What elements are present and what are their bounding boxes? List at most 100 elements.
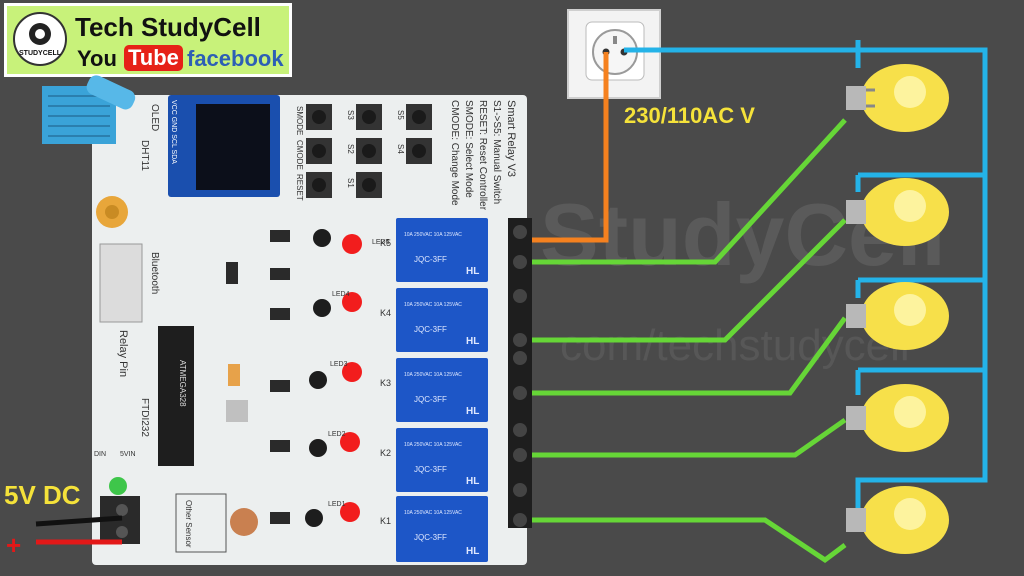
bulb-icon	[846, 64, 949, 132]
relay-model: JQC-3FF	[414, 325, 447, 334]
ftdi-label: FTDI232	[139, 398, 150, 437]
facebook-text: facebook	[187, 46, 284, 71]
relay-pin-label: Relay Pin	[117, 330, 129, 377]
relay-brand: HL	[466, 406, 479, 417]
brand-title: Tech StudyCell	[75, 12, 261, 42]
ac-supply-label: 230/110AC V	[624, 103, 755, 128]
oled-display: OLED VCC GND SCL SDA	[149, 95, 280, 197]
relay-spec: 10A 250VAC 10A 125VAC	[404, 510, 462, 516]
bulbs	[846, 64, 949, 554]
push-button-icon	[356, 104, 382, 130]
switch-label-s2: S2	[346, 144, 355, 154]
youtube-tube-text: Tube	[124, 45, 183, 71]
bulb-icon	[846, 178, 949, 246]
dht11-label: DHT11	[139, 140, 150, 171]
help-line: S1->S5: Manual Switch	[491, 100, 502, 204]
chip-label: ATMEGA328	[178, 360, 187, 407]
relay-spec: 10A 250VAC 10A 125VAC	[404, 442, 462, 448]
other-sensor-label: Other Sensor	[184, 500, 193, 548]
help-line: RESET: Reset Controller	[477, 100, 488, 211]
led-icon	[109, 477, 127, 495]
dc-wires	[35, 515, 123, 545]
relay-brand: HL	[466, 476, 479, 487]
oled-label: OLED	[149, 104, 160, 131]
pin-din-label: DIN	[94, 451, 106, 458]
push-button-icon	[406, 138, 432, 164]
led-label: LED3	[330, 361, 348, 368]
switch-label-s3: S3	[346, 110, 355, 120]
dc-supply-label: 5V DC	[4, 480, 81, 510]
led-icon: LED1	[328, 501, 360, 522]
push-button-icon	[306, 172, 332, 198]
bulb-icon	[846, 282, 949, 350]
bluetooth-header: Bluetooth	[99, 243, 160, 323]
led-label: LED1	[328, 501, 346, 508]
help-line: CMODE: Change Mode	[449, 100, 460, 206]
relay-model: JQC-3FF	[414, 533, 447, 542]
relay-icon: K1 JQC-3FF 10A 250VAC 10A 125VAC HL	[380, 496, 488, 562]
youtube-you-text: You	[77, 46, 117, 71]
push-button-icon	[356, 172, 382, 198]
switched-wires	[520, 118, 848, 564]
studycell-logo-icon: STUDYCELL	[13, 12, 67, 66]
led-label: LED4	[332, 291, 350, 298]
plus-label: +	[6, 530, 22, 560]
push-button-icon	[356, 138, 382, 164]
red-leds: LED5 LED4 LED3 LED2 LED1	[328, 234, 390, 522]
switch-label-s5: S5	[396, 110, 405, 120]
neutral-wire	[624, 40, 988, 510]
relay-icon: K2 JQC-3FF 10A 250VAC 10A 125VAC HL	[380, 428, 488, 492]
screw-terminals	[508, 218, 532, 528]
relay-id: K2	[380, 448, 391, 458]
relay-board: DHT11 OLED VCC GND SCL SDA SMODE CMO	[42, 75, 532, 565]
led-label: LED2	[328, 431, 346, 438]
relay-spec: 10A 250VAC 10A 125VAC	[404, 232, 462, 238]
bluetooth-label: Bluetooth	[149, 252, 160, 294]
push-buttons: SMODE CMODE RESET S3 S2 S1 S5 S4	[295, 104, 432, 201]
capacitor	[96, 196, 128, 228]
relay-brand: HL	[466, 266, 479, 277]
relay-model: JQC-3FF	[414, 395, 447, 404]
relay-id: K1	[380, 516, 391, 526]
led-label: LED5	[372, 239, 390, 246]
push-button-icon	[306, 104, 332, 130]
help-line: Smart Relay V3	[505, 100, 517, 177]
led-icon: LED5	[342, 234, 390, 254]
switch-label-smode: SMODE	[295, 106, 304, 135]
relay-icon: K3 JQC-3FF 10A 250VAC 10A 125VAC HL	[380, 358, 488, 422]
relay-id: K4	[380, 308, 391, 318]
led-icon: LED4	[332, 291, 362, 312]
brand-banner: STUDYCELL Tech StudyCell You Tube facebo…	[4, 3, 292, 77]
switch-label-s1: S1	[346, 178, 355, 188]
push-button-icon	[306, 138, 332, 164]
relays: K5 JQC-3FF 10A 250VAC 10A 125VAC HL K4 J…	[380, 218, 488, 562]
relay-icon: K5 JQC-3FF 10A 250VAC 10A 125VAC HL	[380, 218, 488, 282]
relay-id: K5	[380, 238, 391, 248]
led-icon: LED2	[328, 431, 360, 452]
microcontroller-chip: ATMEGA328	[158, 326, 194, 466]
switch-label-s4: S4	[396, 144, 405, 154]
relay-model: JQC-3FF	[414, 465, 447, 474]
relay-icon: K4 JQC-3FF 10A 250VAC 10A 125VAC HL	[380, 288, 488, 352]
board-help-text: CMODE: Change Mode SMODE: Select Mode RE…	[449, 100, 517, 211]
relay-id: K3	[380, 378, 391, 388]
other-sensor: Other Sensor	[175, 493, 258, 553]
relay-brand: HL	[466, 546, 479, 557]
relay-model: JQC-3FF	[414, 255, 447, 264]
wall-socket-icon	[567, 9, 661, 99]
bulb-icon	[846, 486, 949, 554]
led-icon: LED3	[330, 361, 362, 382]
driver-components	[226, 229, 331, 527]
oled-pins: VCC GND SCL SDA	[170, 100, 177, 164]
bulb-icon	[846, 384, 949, 452]
help-line: SMODE: Select Mode	[463, 100, 474, 198]
relay-brand: HL	[466, 336, 479, 347]
switch-label-cmode: CMODE	[295, 140, 304, 170]
switch-label-reset: RESET	[295, 174, 304, 201]
relay-spec: 10A 250VAC 10A 125VAC	[404, 302, 462, 308]
pin-5vin-label: 5VIN	[120, 451, 136, 458]
relay-spec: 10A 250VAC 10A 125VAC	[404, 372, 462, 378]
logo-text: STUDYCELL	[19, 50, 61, 57]
push-button-icon	[406, 104, 432, 130]
